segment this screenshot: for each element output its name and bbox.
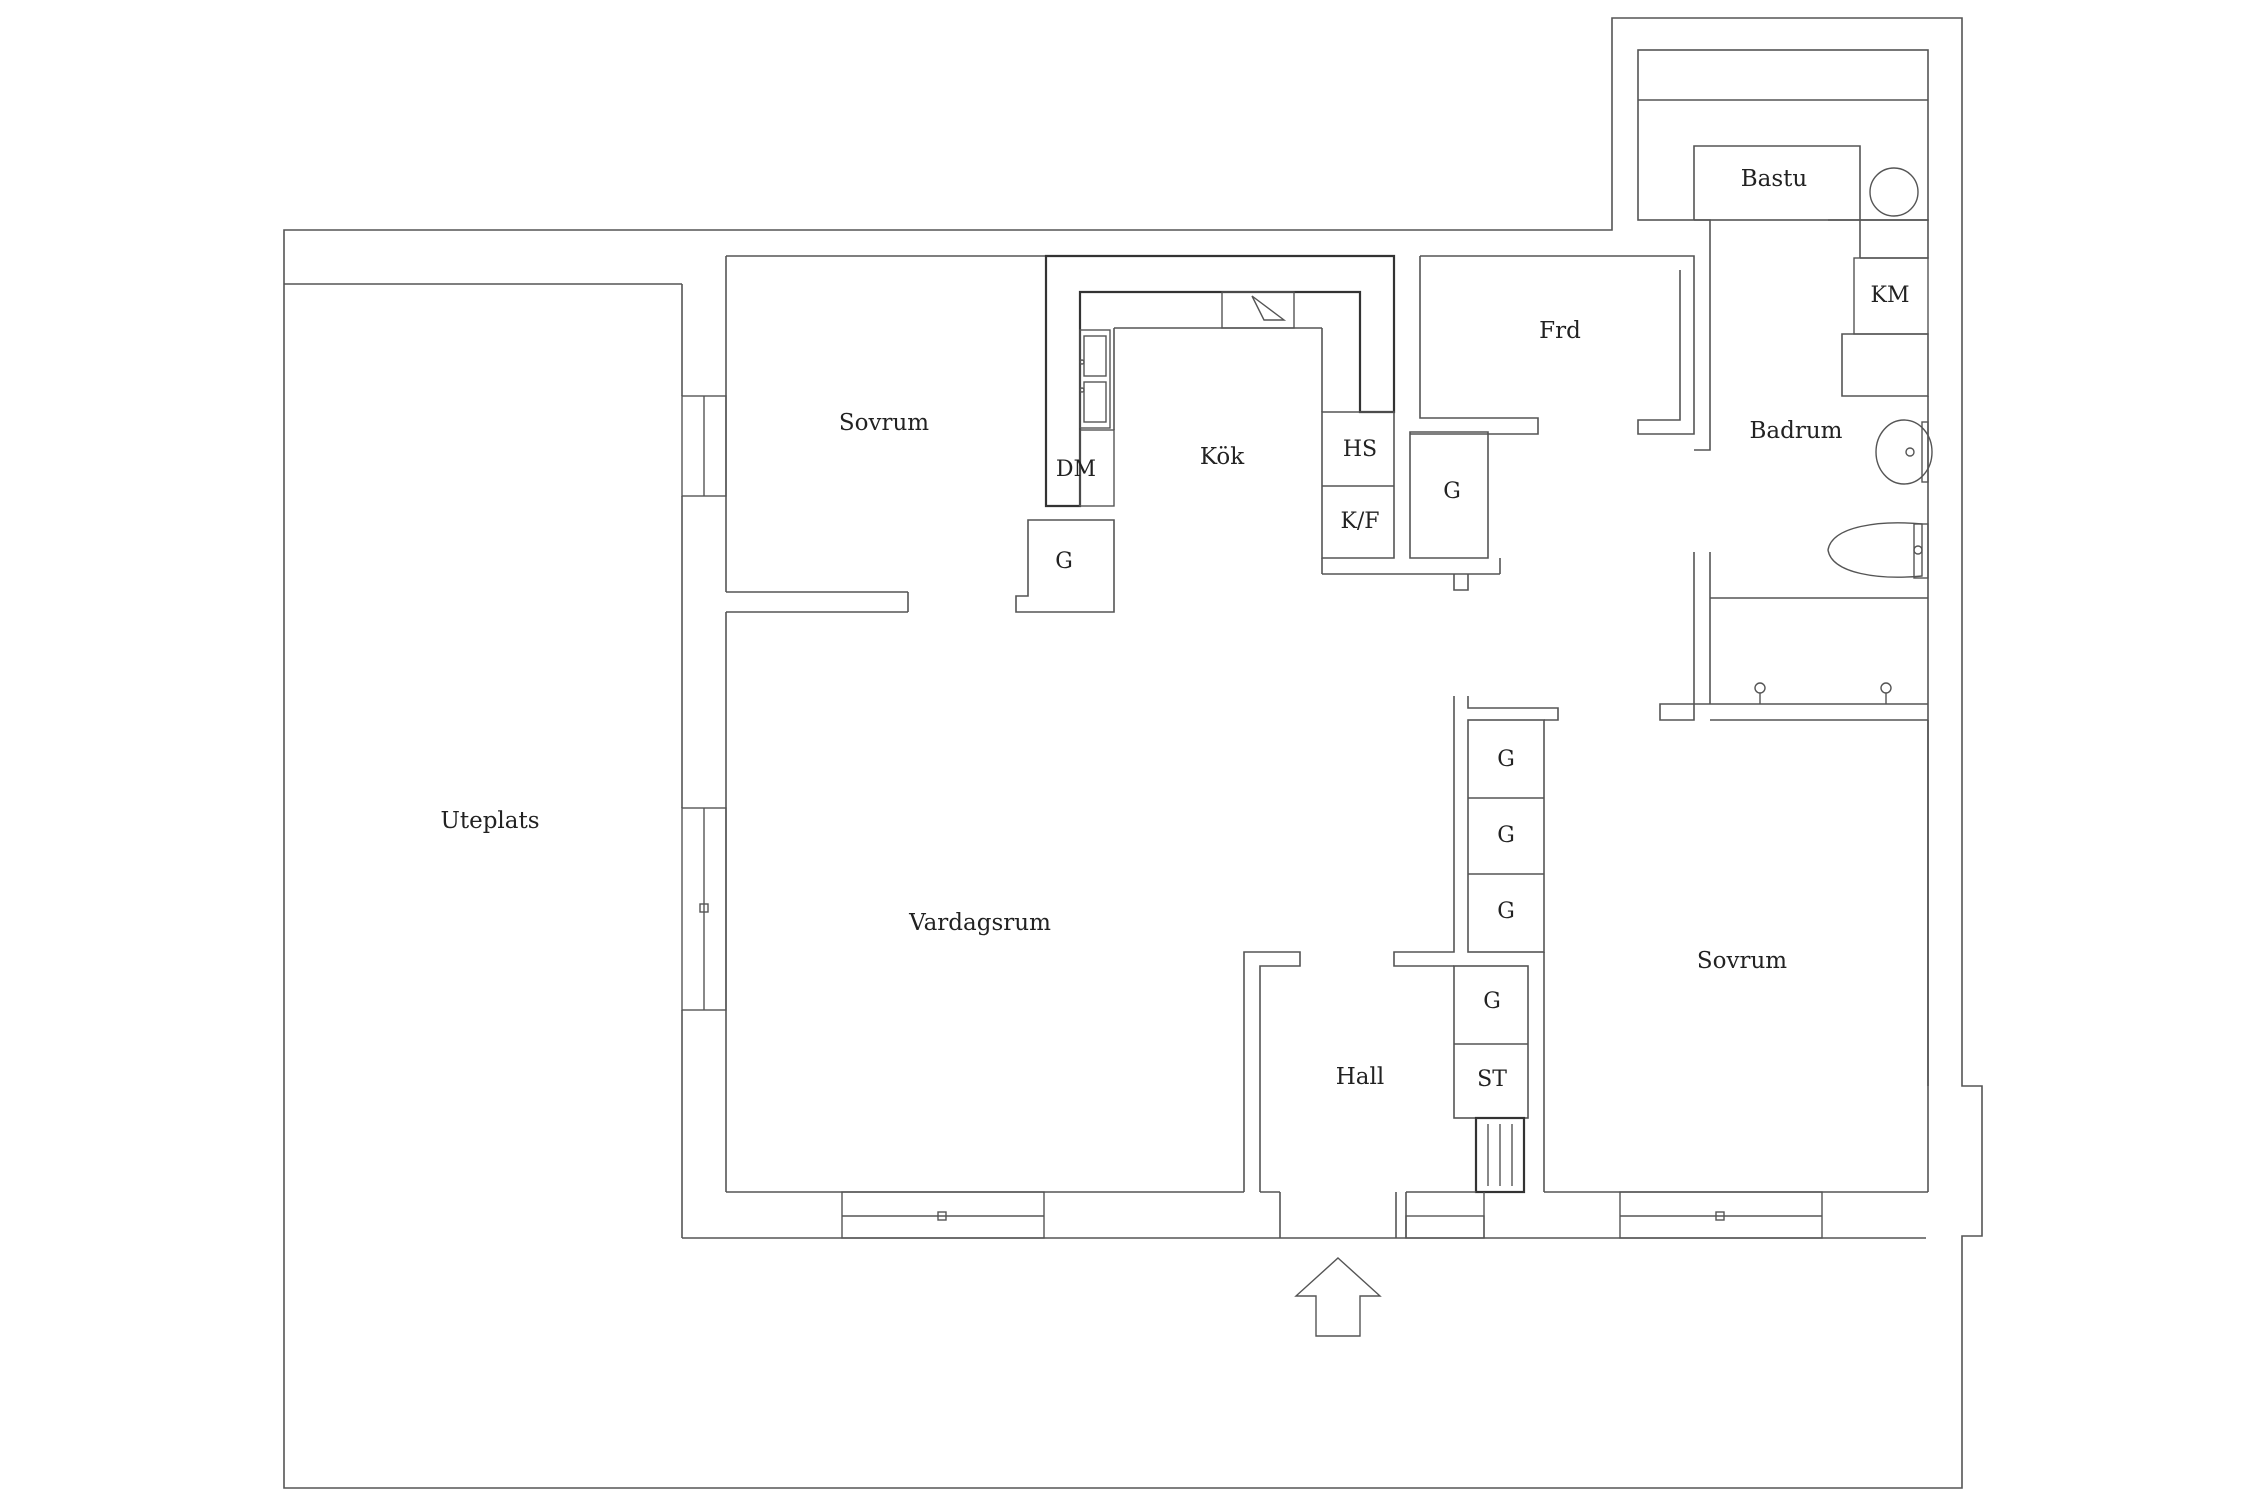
fixture-g-hall-2-label: G bbox=[1497, 823, 1515, 848]
toilet-icon bbox=[1827, 522, 1929, 579]
room-vardagsrum bbox=[726, 1191, 1244, 1239]
hall-closets: G G G G ST bbox=[1393, 696, 1559, 1119]
washbasin-icon bbox=[1875, 419, 1933, 485]
fixture-g-hall-1-label: G bbox=[1497, 747, 1515, 772]
room-hall bbox=[1243, 951, 1407, 1238]
fixture-dm-label: DM bbox=[1056, 457, 1096, 482]
fixture-st-label: ST bbox=[1477, 1067, 1507, 1092]
window-left-upper bbox=[681, 395, 727, 497]
fixture-kf-label: K/F bbox=[1340, 509, 1379, 534]
fixture-km-label: KM bbox=[1871, 283, 1910, 308]
fixture-hs-label: HS bbox=[1343, 437, 1377, 462]
label-uteplats: Uteplats bbox=[440, 808, 539, 834]
room-sovrum-2 bbox=[1405, 720, 1929, 1239]
kitchen-counter bbox=[1044, 254, 1396, 508]
entrance-arrow-icon bbox=[1294, 1257, 1382, 1337]
outer-boundary bbox=[283, 17, 1983, 1489]
building-exterior bbox=[682, 256, 1926, 1239]
label-badrum: Badrum bbox=[1750, 418, 1843, 444]
radiator-icon bbox=[1474, 1116, 1526, 1194]
fixture-hs-kf: HS K/F bbox=[1321, 411, 1501, 575]
fixture-g-kitchen-label: G bbox=[1055, 549, 1073, 574]
fixture-g-frd-label: G bbox=[1443, 479, 1461, 504]
fixture-g-kitchen: G bbox=[1015, 519, 1115, 613]
fixture-g-hall-3-label: G bbox=[1497, 899, 1515, 924]
fixture-dm: DM bbox=[1056, 429, 1115, 507]
label-vardagsrum: Vardagsrum bbox=[908, 910, 1051, 936]
room-bastu bbox=[1637, 49, 1929, 221]
label-kok: Kök bbox=[1200, 444, 1245, 470]
room-frd bbox=[1410, 255, 1695, 435]
label-frd: Frd bbox=[1539, 318, 1581, 344]
fixture-g-hall-4-label: G bbox=[1483, 989, 1501, 1014]
stove-icon bbox=[1221, 291, 1295, 329]
fixture-g-frd: G bbox=[1409, 431, 1489, 591]
label-hall: Hall bbox=[1336, 1064, 1384, 1090]
sauna-heater-icon bbox=[1869, 167, 1919, 217]
shower-icon bbox=[1754, 682, 1892, 704]
window-left-lower bbox=[681, 807, 727, 1011]
label-bastu: Bastu bbox=[1741, 166, 1807, 192]
label-sovrum-2: Sovrum bbox=[1697, 948, 1787, 974]
label-sovrum-1: Sovrum bbox=[839, 410, 929, 436]
kitchen-sink-icon bbox=[1079, 329, 1111, 429]
